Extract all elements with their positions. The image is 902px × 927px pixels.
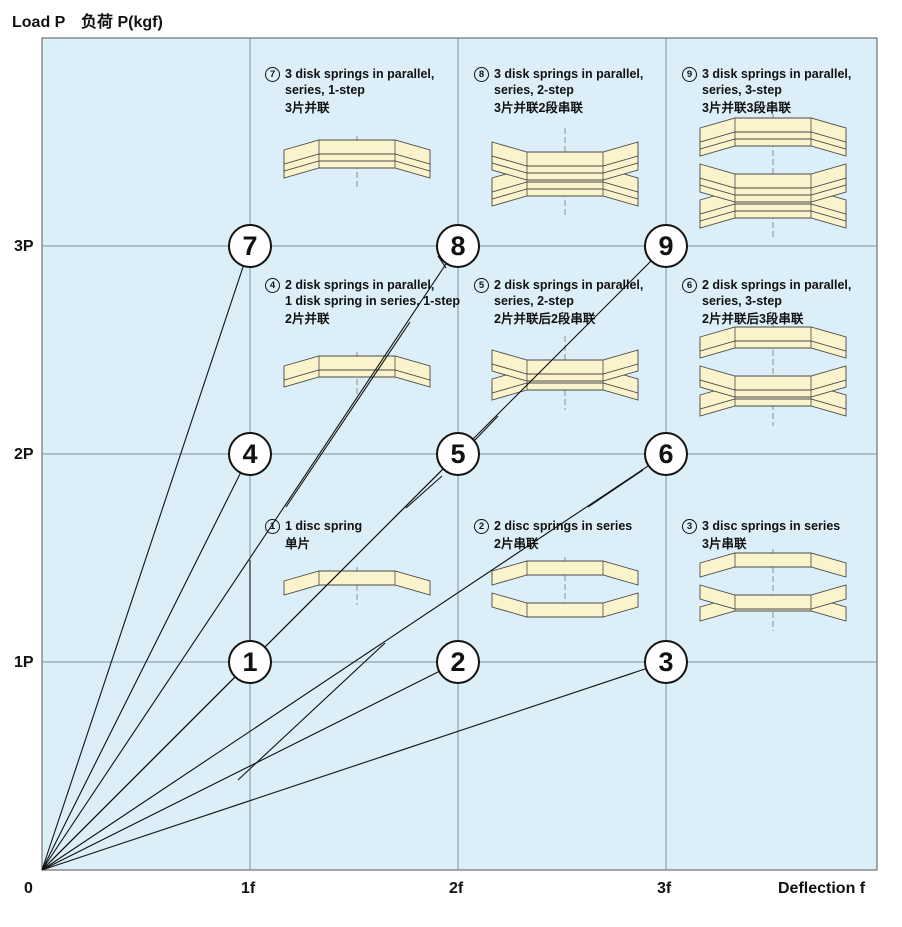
config-caption-8: 8 3 disk springs in parallel, series, 2-st… — [474, 66, 643, 116]
config-caption-9: 9 3 disk springs in parallel, series, 3-st… — [682, 66, 851, 116]
config-desc-line: series, 2-step — [494, 83, 574, 97]
leader-line — [405, 475, 443, 509]
y-tick-1p: 1P — [14, 654, 34, 671]
leader-lines — [237, 255, 658, 781]
leader-line — [285, 321, 411, 508]
disc-spring — [699, 552, 847, 578]
config-desc-line: 1 disc spring — [285, 519, 363, 533]
load-line-6 — [41, 465, 649, 871]
config-number-badge: 8 — [474, 67, 489, 82]
config-desc-line: 1 disk spring in series, 1-step — [285, 294, 461, 308]
config-desc-zh: 3片并联2段串联 — [494, 101, 583, 115]
spring-stack — [283, 136, 431, 188]
config-desc-line: 2 disk springs in parallel, — [494, 278, 644, 292]
node-circle-9: 9 — [644, 224, 688, 268]
disc-spring — [283, 355, 431, 381]
config-desc-zh: 2片并联后2段串联 — [494, 312, 596, 326]
spring-stack — [491, 557, 639, 618]
x-tick-1f: 1f — [241, 880, 256, 897]
node-circle-2: 2 — [436, 640, 480, 684]
config-number-badge: 5 — [474, 278, 489, 293]
origin-label: 0 — [24, 880, 33, 897]
disc-spring — [699, 326, 847, 352]
config-number-badge: 6 — [682, 278, 697, 293]
spring-stack — [491, 128, 639, 216]
disc-spring — [699, 584, 847, 610]
load-line-7 — [41, 265, 244, 871]
config-desc-line: 3 disk springs in parallel, — [702, 67, 852, 81]
config-desc-line: 2 disk springs in parallel, — [285, 278, 435, 292]
config-caption-5: 5 2 disk springs in parallel, series, 2-st… — [474, 277, 643, 327]
disc-spring — [699, 163, 847, 189]
load-line-3 — [41, 668, 647, 871]
node-circle-3: 3 — [644, 640, 688, 684]
y-tick-3p: 3P — [14, 238, 34, 255]
spring-stack — [699, 114, 847, 238]
load-line-4 — [41, 472, 242, 871]
load-line-9 — [41, 260, 652, 871]
disc-spring — [699, 117, 847, 143]
config-caption-7: 7 3 disk springs in parallel, series, 1-st… — [265, 66, 434, 116]
disc-spring — [491, 592, 639, 618]
disc-spring — [283, 139, 431, 165]
node-circle-5: 5 — [436, 432, 480, 476]
config-number-badge: 9 — [682, 67, 697, 82]
config-number-badge: 2 — [474, 519, 489, 534]
config-desc-line: 3 disk springs in parallel, — [494, 67, 644, 81]
config-desc-line: 2 disc springs in series — [494, 519, 633, 533]
config-desc-zh: 3片并联 — [285, 101, 330, 115]
config-desc-line: series, 1-step — [285, 83, 365, 97]
x-axis-label: Deflection f — [778, 880, 866, 897]
config-number-badge: 7 — [265, 67, 280, 82]
y-tick-2p: 2P — [14, 446, 34, 463]
spring-stack — [491, 336, 639, 410]
node-circle-7: 7 — [228, 224, 272, 268]
node-circle-1: 1 — [228, 640, 272, 684]
disc-spring — [283, 570, 431, 596]
config-desc-zh: 2片并联 — [285, 312, 330, 326]
config-desc-line: 3 disk springs in parallel, — [285, 67, 435, 81]
x-tick-3f: 3f — [657, 880, 672, 897]
config-desc-zh: 2片串联 — [494, 537, 539, 551]
disc-spring — [491, 141, 639, 167]
config-desc-zh: 3片串联 — [702, 537, 747, 551]
node-circle-6: 6 — [644, 432, 688, 476]
config-number-badge: 4 — [265, 278, 280, 293]
config-caption-4: 4 2 disk springs in parallel, 1 disk sprin… — [265, 277, 460, 327]
config-caption-2: 2 2 disc springs in series 2片串联 — [474, 518, 632, 552]
config-caption-3: 3 3 disc springs in series 3片串联 — [682, 518, 840, 552]
leader-line — [473, 415, 499, 442]
config-desc-line: series, 3-step — [702, 83, 782, 97]
spring-stack — [283, 567, 431, 605]
leader-line — [587, 469, 644, 508]
spring-stack — [699, 323, 847, 426]
config-desc-zh: 2片并联后3段串联 — [702, 312, 804, 326]
node-circle-8: 8 — [436, 224, 480, 268]
config-desc-line: series, 2-step — [494, 294, 574, 308]
disc-spring — [699, 365, 847, 391]
config-desc-zh: 单片 — [285, 537, 311, 551]
config-desc-line: 3 disc springs in series — [702, 519, 841, 533]
config-desc-line: series, 3-step — [702, 294, 782, 308]
y-axis-label: Load P 负荷 P(kgf) — [12, 14, 163, 31]
disc-spring — [491, 560, 639, 586]
load-line-2 — [41, 670, 440, 871]
node-circle-4: 4 — [228, 432, 272, 476]
config-desc-zh: 3片并联3段串联 — [702, 101, 791, 115]
config-caption-6: 6 2 disk springs in parallel, series, 3-st… — [682, 277, 851, 327]
spring-illustrations — [283, 114, 847, 631]
x-tick-2f: 2f — [449, 880, 464, 897]
spring-stack — [699, 549, 847, 631]
leader-line — [237, 642, 386, 781]
spring-stack — [283, 352, 431, 397]
config-caption-1: 1 1 disc spring 单片 — [265, 518, 362, 552]
load-line-8 — [41, 263, 447, 871]
config-desc-line: 2 disk springs in parallel, — [702, 278, 852, 292]
config-number-badge: 1 — [265, 519, 280, 534]
load-deflection-lines — [41, 260, 652, 871]
config-number-badge: 3 — [682, 519, 697, 534]
